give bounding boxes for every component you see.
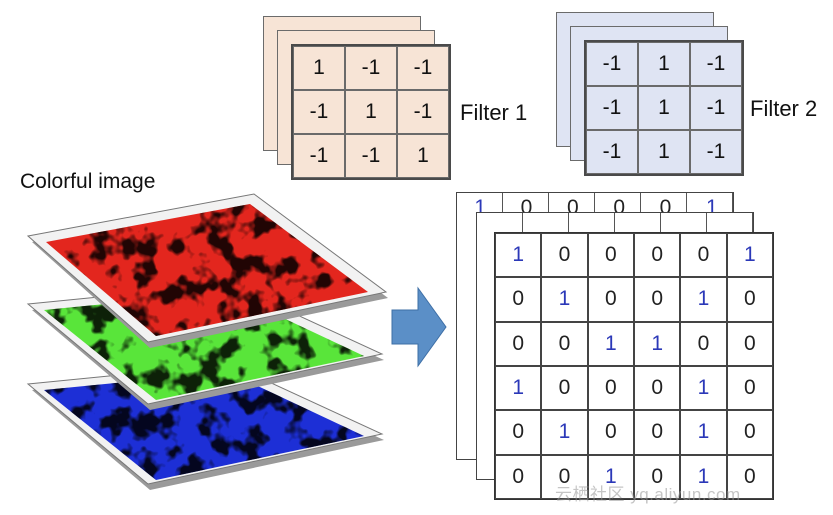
filter-1-cell: -1: [397, 46, 449, 90]
feature-map-cell: 0: [587, 365, 634, 411]
red-channel-layer: [26, 193, 388, 348]
filter-1-grid: 1 -1 -1 -1 1 -1 -1 -1 1: [291, 44, 451, 180]
feature-map-cell: 1: [495, 233, 542, 278]
feature-map-cell: 1: [680, 277, 727, 322]
filter-1-cell: 1: [345, 90, 397, 134]
feature-map-cell: 0: [633, 277, 681, 322]
filter-2-cell: -1: [586, 86, 638, 130]
feature-map-cell: 0: [495, 410, 542, 455]
filter-2-cell: 1: [638, 42, 690, 86]
feature-map-cell: 1: [680, 454, 727, 499]
filter-2-stack: -1 1 -1 -1 1 -1 -1 1 -1: [556, 12, 756, 182]
feature-map-cell: 0: [726, 410, 773, 455]
back-cell: 0: [613, 196, 625, 219]
feature-map-cell: 1: [587, 321, 634, 366]
feature-map-cell: 0: [633, 410, 681, 455]
feature-map-cell: 0: [541, 454, 588, 499]
filter-1-cell: 1: [397, 134, 449, 178]
filter-1-stack: 1 -1 -1 -1 1 -1 -1 -1 1: [263, 16, 463, 186]
feature-map-cell: 1: [541, 277, 588, 322]
feature-map-cell: 0: [541, 321, 588, 366]
filter-1-cell: -1: [293, 90, 345, 134]
feature-map-cell: 1: [726, 233, 773, 278]
feature-map-cell: 1: [633, 321, 681, 366]
rgb-image-stack: [26, 193, 388, 490]
feature-map-cell: 0: [587, 410, 634, 455]
feature-map-cell: 0: [495, 277, 542, 322]
back-cell: 1: [705, 196, 718, 219]
filter-2-cell: -1: [586, 42, 638, 86]
blue-channel-layer: [26, 363, 384, 490]
filter-2-label: Filter 2: [750, 96, 818, 121]
filter-1-cell: -1: [345, 46, 397, 90]
filter-2-cell: -1: [690, 86, 742, 130]
feature-map-cell: 1: [680, 410, 727, 455]
feature-map-stack: 1 0 0 0 0 1 1 0 0 0 0 1 0 1 0 0 1 0 0 0 …: [456, 192, 786, 512]
feature-map-cell: 0: [633, 454, 681, 499]
filter-2-cell: -1: [690, 130, 742, 174]
feature-map-cell: 0: [495, 321, 542, 366]
filter-2-cell: -1: [586, 130, 638, 174]
feature-map-cell: 0: [680, 321, 727, 366]
feature-map-cell: 0: [495, 454, 542, 499]
feature-map-cell: 0: [633, 365, 681, 411]
feature-map-cell: 0: [726, 277, 773, 322]
back-cell: 1: [474, 196, 486, 219]
filter-1-cell: -1: [345, 134, 397, 178]
feature-map-back-top-row: 1 0 0 0 0 1: [457, 193, 735, 223]
watermark: 云栖社区 yq.aliyun.com: [555, 485, 741, 504]
feature-map-cell: 1: [495, 365, 542, 411]
feature-map-cell: 0: [541, 233, 588, 278]
back-cell: 0: [566, 196, 579, 219]
feature-map-cell: 0: [680, 233, 727, 278]
feature-map-cell: 0: [726, 454, 773, 499]
filter-2-cell: -1: [690, 42, 742, 86]
feature-map-cell: 0: [587, 277, 634, 322]
filter-2-cell: 1: [638, 86, 690, 130]
filter-1-cell: -1: [293, 134, 345, 178]
feature-map-cell: 1: [680, 365, 727, 411]
feature-map-cell: 0: [587, 233, 634, 278]
feature-map-grid: 1 0 0 0 0 1 0 1 0 0 1 0 0 0 1 1 0 0 1 0 …: [494, 232, 774, 500]
feature-map-cell: 1: [587, 454, 634, 499]
filter-1-label: Filter 1: [460, 100, 528, 125]
back-cell: 0: [659, 196, 672, 219]
filter-1-cell: -1: [397, 90, 449, 134]
back-cell: 0: [520, 196, 533, 219]
feature-map-cell: 0: [726, 365, 773, 411]
filter-1-cell: 1: [293, 46, 345, 90]
filter-2-cell: 1: [638, 130, 690, 174]
right-arrow-icon: [391, 286, 447, 368]
filter-2-grid: -1 1 -1 -1 1 -1 -1 1 -1: [584, 40, 744, 176]
feature-map-cell: 0: [726, 321, 773, 366]
feature-map-cell: 1: [541, 410, 588, 455]
feature-map-cell: 0: [541, 365, 588, 411]
image-caption: Colorful image: [20, 170, 156, 193]
feature-map-cell: 0: [633, 233, 681, 278]
